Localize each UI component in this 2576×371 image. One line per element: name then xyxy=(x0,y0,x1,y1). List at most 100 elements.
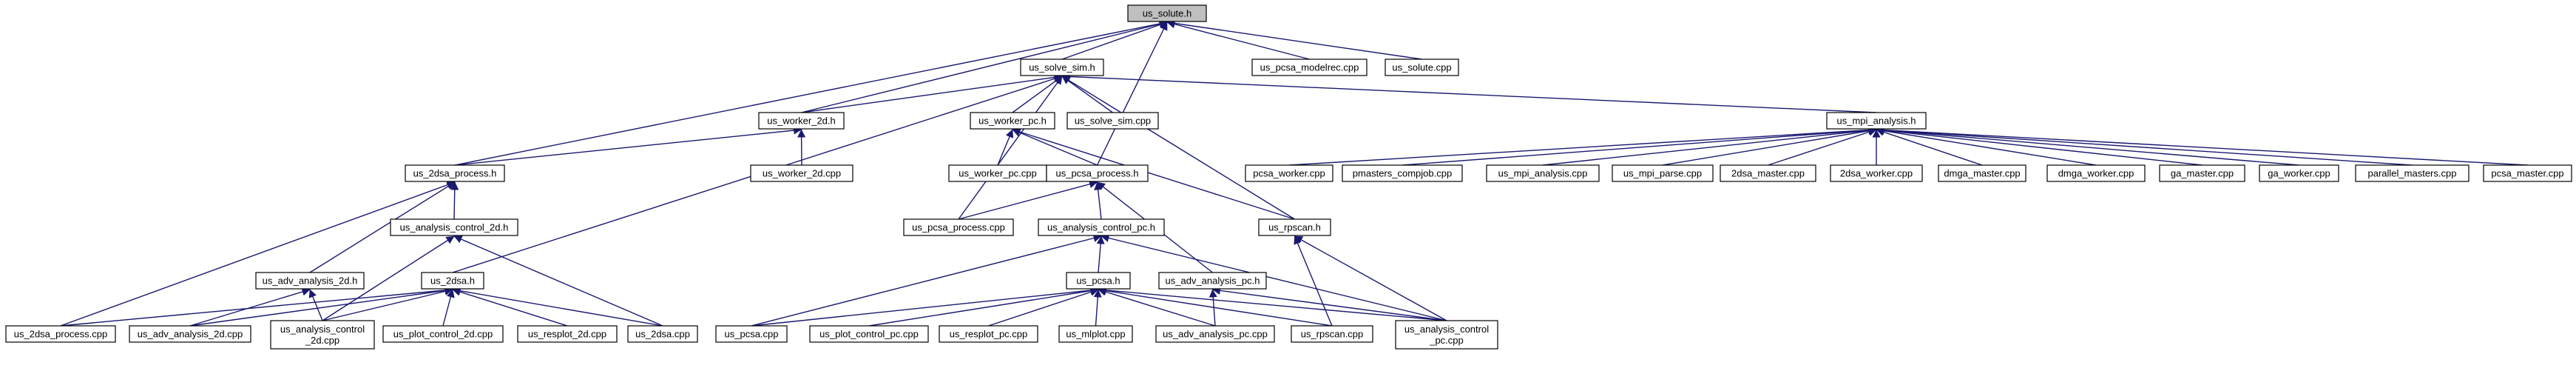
node-us-analysis-control-2d-cpp[interactable]: us_analysis_control_2d.cpp xyxy=(270,320,375,350)
edge-us-analysis-control-2d-cpp-to-us-analysis-control-2d-h xyxy=(322,235,455,321)
node-us-pcsa-cpp[interactable]: us_pcsa.cpp xyxy=(715,325,788,343)
edge-us-2dsa-process-cpp-to-us-2dsa-process-h xyxy=(60,181,456,327)
node-dmga-master-cpp[interactable]: dmga_master.cpp xyxy=(1938,164,2026,182)
node-us-2dsa-process-cpp[interactable]: us_2dsa_process.cpp xyxy=(5,325,116,343)
node-us-solute-cpp[interactable]: us_solute.cpp xyxy=(1385,59,1459,76)
node-label: us_plot_control_pc.cpp xyxy=(819,329,919,340)
node-us-rpscan-cpp[interactable]: us_rpscan.cpp xyxy=(1291,325,1373,343)
edge-us-2dsa-cpp-to-us-analysis-control-2d-h xyxy=(453,235,663,327)
node-label: _pc.cpp xyxy=(1429,335,1464,346)
edge-pcsa-master-cpp-to-us-mpi-analysis-h xyxy=(1876,126,2528,166)
node-box xyxy=(405,164,505,182)
node-label: us_worker_pc.cpp xyxy=(959,168,1037,179)
node-label: us_analysis_control xyxy=(280,324,365,335)
node-label: us_worker_2d.cpp xyxy=(763,168,841,179)
node-box xyxy=(1720,164,1816,182)
node-label: dmga_master.cpp xyxy=(1944,168,2020,179)
node-box xyxy=(5,325,116,343)
node-us-resplot-pc-cpp[interactable]: us_resplot_pc.cpp xyxy=(939,325,1038,343)
node-us-solve-sim-h[interactable]: us_solve_sim.h xyxy=(1020,59,1104,76)
node-us-analysis-control-pc-cpp[interactable]: us_analysis_control_pc.cpp xyxy=(1395,320,1498,350)
node-box xyxy=(1342,164,1463,182)
edge-us-adv-analysis-2d-h-to-us-2dsa-process-h xyxy=(309,181,456,273)
node-ga-worker-cpp[interactable]: ga_worker.cpp xyxy=(2259,164,2339,182)
node-us-solve-sim-cpp[interactable]: us_solve_sim.cpp xyxy=(1066,112,1159,130)
node-us-pcsa-modelrec-cpp[interactable]: us_pcsa_modelrec.cpp xyxy=(1251,59,1368,76)
node-us-analysis-control-pc-h[interactable]: us_analysis_control_pc.h xyxy=(1038,218,1165,236)
edge-us-pcsa-cpp-to-us-analysis-control-pc-h xyxy=(751,234,1102,327)
node-box xyxy=(627,325,698,343)
node-us-worker-pc-h[interactable]: us_worker_pc.h xyxy=(970,112,1055,130)
node-label: us_rpscan.h xyxy=(1268,222,1321,233)
node-box xyxy=(2483,164,2572,182)
node-pmasters-compjob-cpp[interactable]: pmasters_compjob.cpp xyxy=(1342,164,1463,182)
node-us-rpscan-h[interactable]: us_rpscan.h xyxy=(1258,218,1331,236)
node-label: 2dsa_master.cpp xyxy=(1731,168,1805,179)
node-box xyxy=(1245,164,1333,182)
edge-us-pcsa-process-cpp-to-us-pcsa-process-h xyxy=(958,180,1098,220)
edge-us-pcsa-process-h-to-us-worker-pc-h xyxy=(1012,128,1098,166)
node-box xyxy=(1038,218,1165,236)
node-box xyxy=(758,112,845,130)
node-label: us_adv_analysis_2d.h xyxy=(263,275,358,287)
edge-us-analysis-control-pc-cpp-to-us-analysis-control-pc-h xyxy=(1101,234,1447,321)
node-us-pcsa-process-cpp[interactable]: us_pcsa_process.cpp xyxy=(903,218,1014,236)
node-us-worker-pc-cpp[interactable]: us_worker_pc.cpp xyxy=(948,164,1047,182)
node-label: dmga_worker.cpp xyxy=(2058,168,2134,179)
edge-us-adv-analysis-2d-cpp-to-us-adv-analysis-2d-h xyxy=(189,287,311,327)
node-box xyxy=(1251,59,1368,76)
node-label: us_worker_pc.h xyxy=(978,116,1047,127)
node-2dsa-worker-cpp[interactable]: 2dsa_worker.cpp xyxy=(1830,164,1923,182)
node-us-mlplot-cpp[interactable]: us_mlplot.cpp xyxy=(1058,325,1133,343)
node-dmga-worker-cpp[interactable]: dmga_worker.cpp xyxy=(2046,164,2146,182)
node-box xyxy=(1058,325,1133,343)
node-us-pcsa-process-h[interactable]: us_pcsa_process.h xyxy=(1046,164,1149,182)
node-us-adv-analysis-pc-h[interactable]: us_adv_analysis_pc.h xyxy=(1158,272,1267,290)
edge-us-analysis-control-2d-h-to-us-2dsa-process-h xyxy=(450,181,459,220)
node-label: us_resplot_pc.cpp xyxy=(950,329,1028,340)
edge-us-worker-2d-h-to-us-solve-sim-h xyxy=(801,73,1063,113)
edge-us-2dsa-process-cpp-to-us-2dsa-h xyxy=(60,286,453,327)
edge-us-analysis-control-pc-cpp-to-us-pcsa-h xyxy=(1098,286,1447,321)
node-ga-master-cpp[interactable]: ga_master.cpp xyxy=(2159,164,2245,182)
node-us-2dsa-cpp[interactable]: us_2dsa.cpp xyxy=(627,325,698,343)
node-label: us_solve_sim.cpp xyxy=(1075,116,1151,127)
node-us-2dsa-h[interactable]: us_2dsa.h xyxy=(421,272,484,290)
node-box xyxy=(2046,164,2146,182)
node-box xyxy=(1046,164,1149,182)
node-us-adv-analysis-2d-h[interactable]: us_adv_analysis_2d.h xyxy=(255,272,365,290)
edge-us-analysis-control-pc-cpp-to-us-adv-analysis-pc-h xyxy=(1211,286,1447,321)
edge-us-2dsa-process-h-to-us-worker-2d-h xyxy=(454,126,802,166)
node-pcsa-worker-cpp[interactable]: pcsa_worker.cpp xyxy=(1245,164,1333,182)
node-parallel-masters-cpp[interactable]: parallel_masters.cpp xyxy=(2355,164,2469,182)
node-box xyxy=(1612,164,1714,182)
node-us-mpi-analysis-h[interactable]: us_mpi_analysis.h xyxy=(1826,112,1927,130)
node-us-worker-2d-cpp[interactable]: us_worker_2d.cpp xyxy=(750,164,853,182)
node-label: pcsa_master.cpp xyxy=(2491,168,2563,179)
node-us-adv-analysis-2d-cpp[interactable]: us_adv_analysis_2d.cpp xyxy=(129,325,251,343)
node-label: us_analysis_control xyxy=(1404,324,1489,335)
node-box xyxy=(1938,164,2026,182)
node-box xyxy=(2355,164,2469,182)
node-us-plot-control-2d-cpp[interactable]: us_plot_control_2d.cpp xyxy=(382,325,504,343)
node-box xyxy=(421,272,484,290)
node-pcsa-master-cpp[interactable]: pcsa_master.cpp xyxy=(2483,164,2572,182)
node-box xyxy=(1066,272,1131,290)
node-us-mpi-parse-cpp[interactable]: us_mpi_parse.cpp xyxy=(1612,164,1714,182)
node-us-adv-analysis-pc-cpp[interactable]: us_adv_analysis_pc.cpp xyxy=(1155,325,1275,343)
node-label: us_mpi_analysis.h xyxy=(1837,116,1916,127)
node-us-pcsa-h[interactable]: us_pcsa.h xyxy=(1066,272,1131,290)
node-us-worker-2d-h[interactable]: us_worker_2d.h xyxy=(758,112,845,130)
node-us-2dsa-process-h[interactable]: us_2dsa_process.h xyxy=(405,164,505,182)
node-us-analysis-control-2d-h[interactable]: us_analysis_control_2d.h xyxy=(390,218,518,236)
node-us-plot-control-pc-cpp[interactable]: us_plot_control_pc.cpp xyxy=(809,325,929,343)
node-box xyxy=(1258,218,1331,236)
node-us-mpi-analysis-cpp[interactable]: us_mpi_analysis.cpp xyxy=(1486,164,1600,182)
edge-pcsa-worker-cpp-to-us-mpi-analysis-h xyxy=(1288,126,1877,166)
node-2dsa-master-cpp[interactable]: 2dsa_master.cpp xyxy=(1720,164,1816,182)
node-us-resplot-2d-cpp[interactable]: us_resplot_2d.cpp xyxy=(517,325,618,343)
edge-ga-worker-cpp-to-us-mpi-analysis-h xyxy=(1876,126,2299,166)
node-label: us_2dsa_process.cpp xyxy=(14,329,107,340)
node-box xyxy=(715,325,788,343)
node-box xyxy=(1826,112,1927,130)
